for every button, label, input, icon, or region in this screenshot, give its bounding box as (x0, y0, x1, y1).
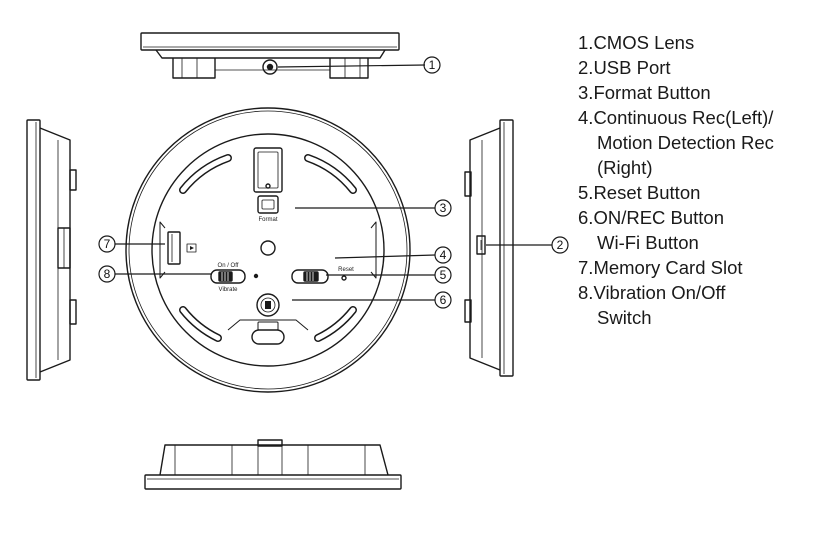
card-icon (186, 243, 197, 253)
legend-item-number: 6. (578, 207, 594, 228)
legend-item-number: 7. (578, 257, 594, 278)
left-side-view (26, 119, 77, 381)
legend-item-text: ON/REC Button (593, 207, 725, 228)
callout-number-3: 3 (440, 201, 447, 215)
legend-item-number: 5. (578, 182, 594, 203)
callout-number-4: 4 (440, 248, 447, 262)
front-view (125, 107, 411, 393)
legend-item-text: Memory Card Slot (593, 257, 743, 278)
legend-item-text: Switch (597, 307, 652, 328)
legend-item-continuation: Motion Detection Rec (578, 130, 813, 155)
legend-item: 1.CMOS Lens (578, 30, 813, 55)
legend-item: 2.USB Port (578, 55, 813, 80)
legend-item: 4.Continuous Rec(Left)/ (578, 105, 813, 130)
legend-item-number: 4. (578, 107, 594, 128)
legend-item: 8.Vibration On/Off (578, 280, 813, 305)
legend-item-continuation: Switch (578, 305, 813, 330)
format-label: Format (258, 217, 277, 223)
legend-item-text: USB Port (593, 57, 671, 78)
vibrate-label: Vibrate (219, 287, 239, 293)
legend-item-text: Continuous Rec(Left)/ (593, 107, 774, 128)
center-button (260, 240, 276, 256)
memory-card-slot (167, 231, 181, 265)
callout-number-2: 2 (557, 238, 564, 252)
legend-item-text: (Right) (597, 157, 653, 178)
callout-circle-2 (551, 236, 569, 254)
bottom-tab (251, 329, 285, 345)
right-side-plate (499, 119, 514, 377)
callout-circle-1 (423, 56, 441, 74)
callout-circle-7 (98, 235, 116, 253)
front-inner-ring (151, 133, 385, 367)
callout-number-5: 5 (440, 268, 447, 282)
top-view (140, 32, 400, 79)
legend-item-continuation: Wi-Fi Button (578, 230, 813, 255)
left-side-plate (26, 119, 41, 381)
cmos-lens (262, 59, 278, 75)
callout-circle-4 (434, 246, 452, 264)
callout-circle-6 (434, 291, 452, 309)
legend-item-number: 1. (578, 32, 594, 53)
front-outer-ring (125, 107, 411, 393)
legend-item: 5.Reset Button (578, 180, 813, 205)
legend-item: 3.Format Button (578, 80, 813, 105)
legend-item-text: CMOS Lens (593, 32, 695, 53)
leader-lines (115, 64, 552, 301)
bottom-view (144, 439, 402, 490)
reset-hole (341, 275, 347, 281)
legend-item-text: Format Button (593, 82, 711, 103)
bottom-latch (257, 321, 279, 331)
reset-label: Reset (338, 267, 354, 273)
legend-item-text: Motion Detection Rec (597, 132, 774, 153)
legend-item: 6.ON/REC Button (578, 205, 813, 230)
legend-item-number: 3. (578, 82, 594, 103)
format-button (257, 195, 279, 214)
callout-number-1: 1 (429, 58, 436, 72)
legend-item: 7.Memory Card Slot (578, 255, 813, 280)
callout-number-8: 8 (104, 267, 111, 281)
legend-item-number: 8. (578, 282, 594, 303)
callout-circles (98, 56, 569, 309)
legend-item-continuation: (Right) (578, 155, 813, 180)
onoff-label: On / Off (218, 263, 239, 269)
bottom-view-plate (144, 474, 402, 490)
legend-item-number: 2. (578, 57, 594, 78)
on-rec-button (256, 293, 280, 317)
callout-circle-8 (98, 265, 116, 283)
right-side-view (464, 119, 514, 377)
callout-circle-3 (434, 199, 452, 217)
callout-number-7: 7 (104, 237, 111, 251)
legend-item-text: Reset Button (593, 182, 701, 203)
rec-mode-switch (291, 269, 329, 284)
usb-port (476, 235, 486, 255)
callout-number-6: 6 (440, 293, 447, 307)
callout-circle-5 (434, 266, 452, 284)
vibration-switch (210, 269, 246, 284)
legend-item-text: Wi-Fi Button (597, 232, 699, 253)
top-view-plate (140, 32, 400, 51)
top-latch (253, 147, 283, 193)
legend-item-text: Vibration On/Off (593, 282, 726, 303)
